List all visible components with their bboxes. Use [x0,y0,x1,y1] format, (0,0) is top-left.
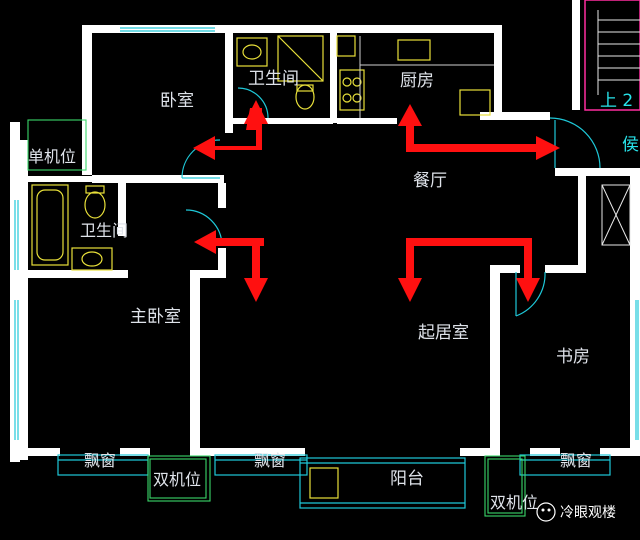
label-bedroom: 卧室 [160,91,194,111]
label-kitchen: 厨房 [400,71,434,91]
watermark-text: 冷眼观楼 [560,505,616,521]
label-bathroom-top: 卫生间 [248,69,299,89]
watermark: 冷眼观楼 [536,502,616,522]
label-master-bedroom: 主卧室 [130,307,181,327]
label-ac-single: 单机位 [28,147,76,166]
label-dining: 餐厅 [413,171,447,191]
label-bathroom-left: 卫生间 [80,221,128,240]
label-bay-window-mid: 飘窗 [254,451,286,470]
stair-core [572,0,640,111]
label-study: 书房 [556,347,590,367]
stair-up-label: 上 2 [600,91,633,111]
watermark-icon [536,502,556,522]
walls [10,25,640,462]
ac-units [27,119,526,517]
label-balcony: 阳台 [390,469,424,489]
label-bay-window-left: 飘窗 [84,451,116,470]
fixtures [31,35,631,499]
circulation-arrows [193,100,560,302]
arrow-to-bedroom [193,108,262,160]
windows [14,27,639,509]
label-living-room: 起居室 [418,323,469,343]
label-bay-window-right: 飘窗 [560,451,592,470]
label-ac-double-right: 双机位 [490,493,538,512]
label-ac-double-left: 双机位 [153,470,201,489]
stair-side-label: 侯 [622,135,639,155]
